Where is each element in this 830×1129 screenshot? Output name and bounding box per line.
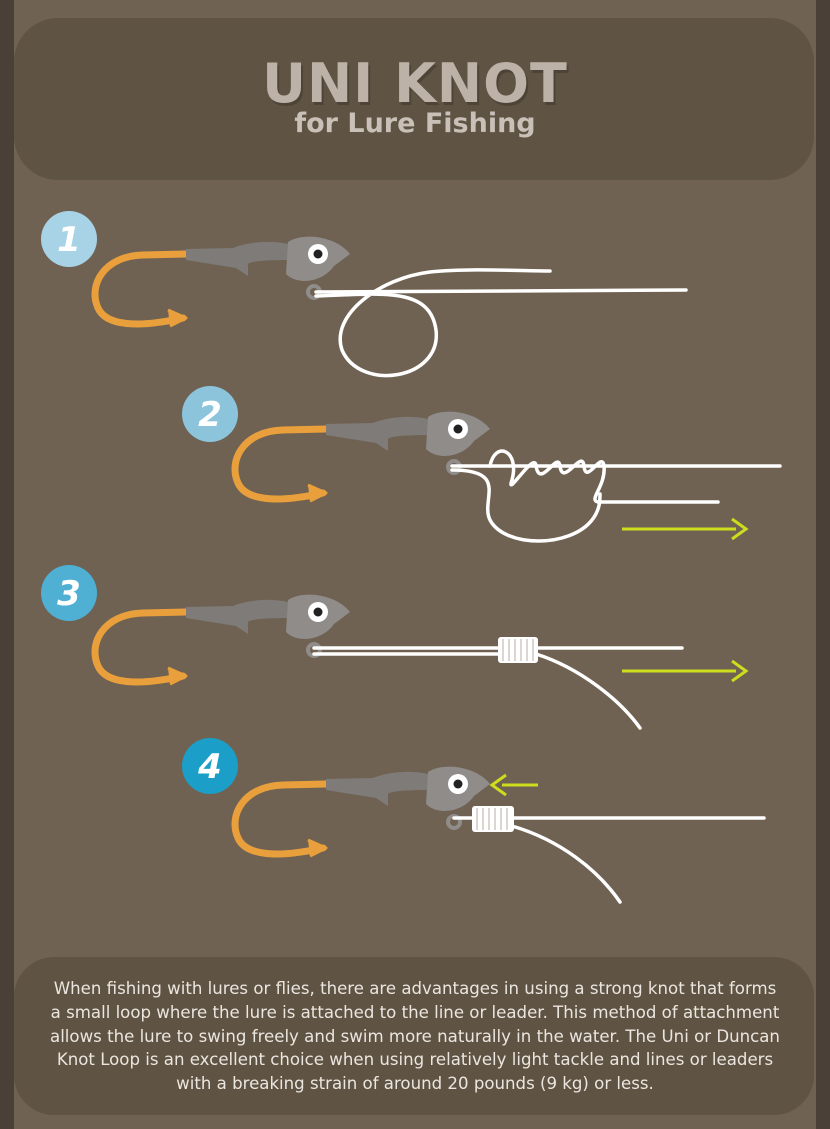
content-panel	[14, 0, 816, 1129]
step-4-number: 4	[197, 747, 222, 787]
footer-panel	[14, 957, 814, 1115]
step-2-arrow	[622, 517, 749, 541]
step-4-badge: 4	[182, 738, 238, 794]
step-2-number: 2	[198, 395, 222, 435]
step-4-illustration	[235, 767, 766, 904]
step-1-illustration	[95, 237, 688, 378]
step-3-arrow	[622, 659, 749, 683]
step-4-coil	[472, 806, 514, 832]
step-1-badge: 1	[41, 211, 97, 267]
step-3-illustration	[95, 595, 684, 730]
step-3-number: 3	[57, 574, 81, 614]
step-3-coil	[498, 637, 538, 663]
description-text: When fishing with lures or flies, there …	[50, 979, 780, 1094]
step-3-badge: 3	[41, 565, 97, 621]
step-4-arrow	[489, 773, 538, 797]
step-2-illustration	[235, 412, 782, 543]
header-banner	[14, 18, 814, 180]
step-2-badge: 2	[182, 386, 238, 442]
page-title: UNI KNOT	[262, 52, 568, 115]
step-1-number: 1	[57, 220, 81, 260]
page-subtitle: for Lure Fishing	[294, 108, 536, 139]
